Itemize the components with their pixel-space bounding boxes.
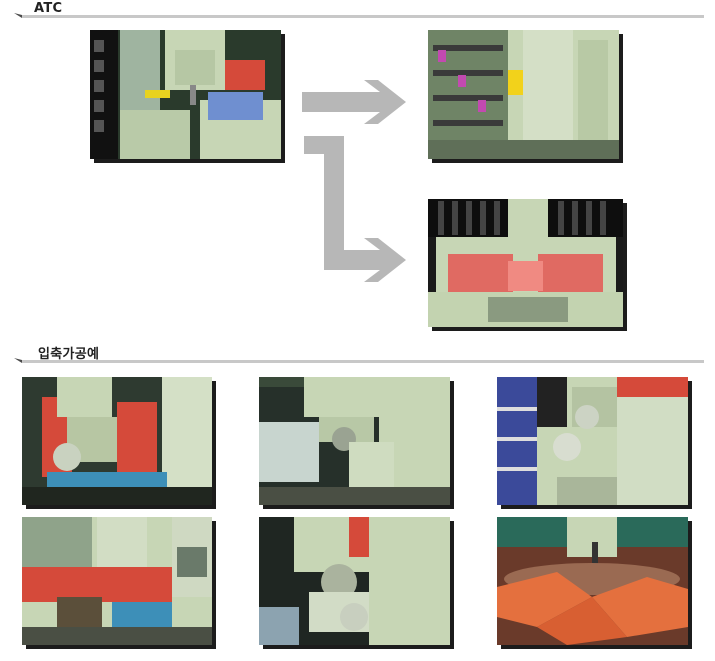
section-divider-vertical-machining-examples (14, 358, 704, 363)
vertical-example-photo-2 (259, 377, 450, 505)
arrow-right-icon (300, 78, 408, 126)
vertical-example-photo-6 (497, 517, 688, 645)
vertical-example-photo-4 (22, 517, 212, 645)
section-title-atc: ATC (34, 1, 63, 16)
section-divider-atc (14, 13, 704, 18)
atc-photo-gantry-front (428, 199, 623, 327)
arrow-bent-down-right-icon (300, 134, 410, 282)
atc-photo-tool-magazine (428, 30, 619, 159)
section-title-vertical-machining-examples: 입축가공예 (38, 347, 100, 362)
vertical-example-photo-3 (497, 377, 688, 505)
vertical-example-photo-5 (259, 517, 450, 645)
atc-photo-spindle-tool-change (90, 30, 281, 159)
vertical-example-photo-1 (22, 377, 212, 505)
